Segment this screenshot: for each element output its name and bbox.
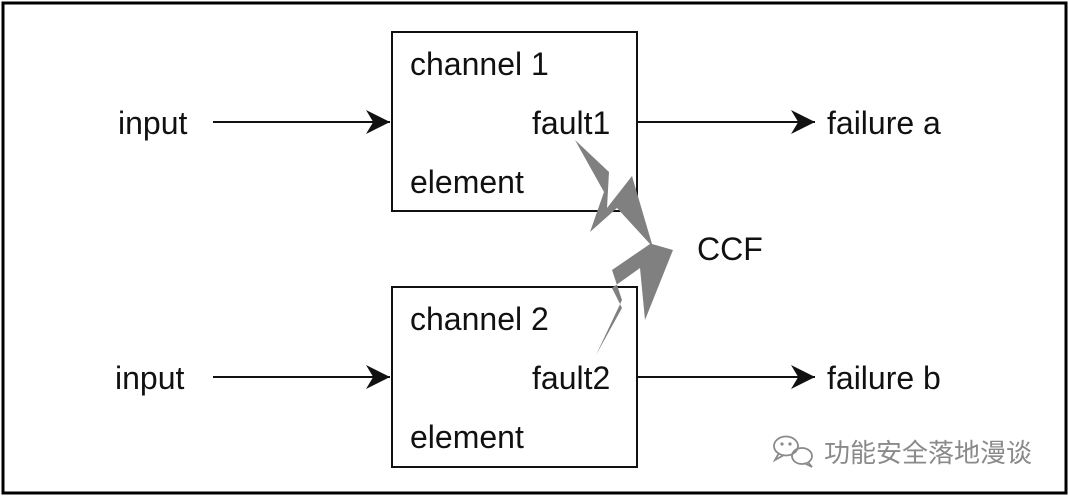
channel-1-group: input channel 1 fault1 element failure a	[118, 31, 941, 212]
channel-2-element-label: element	[410, 419, 524, 455]
channel-1-box	[391, 31, 638, 212]
channel-2-box	[391, 286, 638, 468]
channel-2-group: input channel 2 fault2 element failure b	[115, 286, 941, 468]
ccf-label: CCF	[697, 231, 763, 267]
channel-1-fault-label: fault1	[532, 105, 610, 141]
ccf-lightning-bolt	[575, 140, 673, 355]
watermark: 功能安全落地漫谈	[772, 435, 1032, 469]
channel-1-element-label: element	[410, 164, 524, 200]
failure-b-label: failure b	[827, 360, 941, 396]
channel-1-title: channel 1	[410, 46, 549, 82]
watermark-text: 功能安全落地漫谈	[824, 439, 1032, 469]
failure-a-label: failure a	[827, 105, 941, 141]
wechat-icon-eye-right	[788, 442, 792, 446]
channel-1-input-label: input	[118, 105, 188, 141]
channel-2-fault-label: fault2	[532, 360, 610, 396]
wechat-icon-eye-left	[780, 442, 784, 446]
wechat-icon	[772, 435, 813, 468]
channel-2-title: channel 2	[410, 301, 549, 337]
channel-2-input-label: input	[115, 360, 185, 396]
